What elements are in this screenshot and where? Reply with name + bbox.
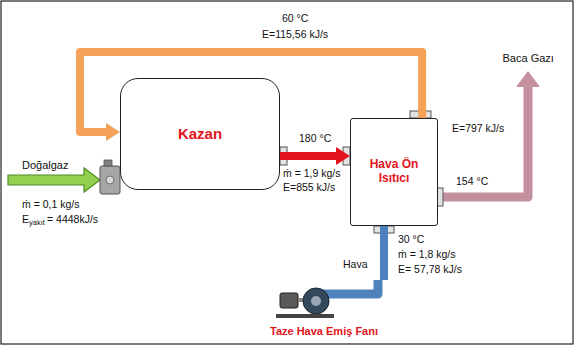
fan-unit: Taze Hava Emiş Fanı [258,280,390,342]
temperature-label: 30 °C [398,233,424,246]
value-label: Hava [343,258,368,271]
fan-base [276,314,334,318]
value-label: = 4448kJ/s [47,213,98,226]
fan-outlet-duct [320,280,378,294]
value-label: E=855 kJ/s [283,181,335,194]
node-title: Kazan [178,125,222,142]
value-label: ṁ = 1,9 kg/s [283,167,340,180]
value-label: E= 57,78 kJ/s [398,263,462,276]
value-label: yakıt [29,218,45,227]
node-title: Hava Ön Isıtıcı [357,158,431,186]
air-preheater-box: Hava Ön Isıtıcı [350,118,438,226]
gas-arrow [8,168,100,192]
value-label: E=797 kJ/s [452,122,504,135]
temperature-label: 60 °C [282,12,308,25]
flange [343,147,350,165]
burner-body [100,166,120,194]
burner-nozzle [106,176,114,184]
flue-pipe [443,86,528,197]
burner [100,160,120,194]
value-label: ṁ = 0,1 kg/s [22,198,79,211]
fan-housing [303,288,329,314]
value-label: Doğalgaz [22,159,68,172]
burner-valve [104,160,112,166]
fan-motor [280,293,298,308]
flue-arrowhead [516,71,540,87]
node-title: Taze Hava Emiş Fanı [270,325,378,338]
flow-pipe [280,152,336,160]
flanges [280,111,443,233]
fan-hub [311,296,321,306]
boiler-box: Kazan [120,78,280,190]
temperature-label: 180 °C [299,132,331,145]
flow-pipe [380,226,388,280]
gas-inlet-arrow [8,168,100,192]
value-label: E [22,213,29,226]
flue-gas-pipe [443,71,540,197]
value-label: ṁ = 1,8 kg/s [398,248,455,261]
value-label: E=115,56 kJ/s [262,28,328,41]
value-label: Baca Gazı [503,52,554,65]
value-label: 154 °C [456,175,488,188]
